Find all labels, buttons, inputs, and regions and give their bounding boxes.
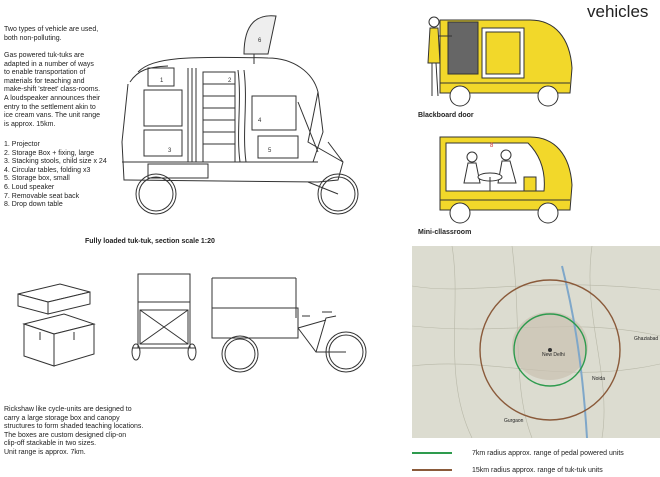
svg-text:6: 6 <box>258 38 262 44</box>
map-label-southeast: Noida <box>592 376 606 382</box>
list-item: 6. Loud speaker <box>4 183 55 191</box>
tuktuk-section-caption: Fully loaded tuk-tuk, section scale 1:20 <box>85 238 215 245</box>
svg-text:1: 1 <box>160 78 164 84</box>
map-graphic <box>412 246 660 438</box>
cycle-description: Rickshaw like cycle-units are designed t… <box>4 406 144 456</box>
svg-text:8: 8 <box>490 143 494 149</box>
legend-item: 15km radius approx. range of tuk-tuk uni… <box>412 463 658 477</box>
cycle-front-view-sketch <box>131 273 197 361</box>
storage-boxes-sketch <box>17 283 96 367</box>
legend-item: 7km radius approx. range of pedal powere… <box>412 447 658 459</box>
map-label-east: Ghaziabad <box>634 336 659 342</box>
mini-classroom-sketch: 8 <box>439 136 573 224</box>
blackboard-door-caption: Blackboard door <box>418 112 474 119</box>
contents-list: 1. Projector 2. Storage Box + fixing, la… <box>4 141 134 210</box>
list-item: 2. Storage Box + fixing, large <box>4 149 95 157</box>
intro-paragraph-1: Two types of vehicle are used, both non-… <box>4 26 99 42</box>
list-item: 4. Circular tables, folding x3 <box>4 166 91 174</box>
list-item: 8. Drop down table <box>4 201 63 209</box>
legend-label: 7km radius approx. range of pedal powere… <box>472 449 624 457</box>
svg-text:5: 5 <box>268 148 272 154</box>
svg-text:4: 4 <box>258 118 262 124</box>
legend-swatch-green <box>412 452 452 454</box>
intro-paragraph-2: Gas powered tuk-tuks are adapted in a nu… <box>4 52 101 128</box>
svg-text:2: 2 <box>228 78 232 84</box>
cycle-side-view-sketch <box>211 277 367 373</box>
map-legend: 7km radius approx. range of pedal powere… <box>412 447 658 477</box>
list-item: 1. Projector <box>4 141 40 148</box>
mini-classroom-caption: Mini-cllassroom <box>418 229 472 236</box>
tuktuk-section-sketch: 1 2 4 3 5 6 <box>121 15 359 215</box>
list-item: 5. Storage box, small <box>4 175 70 183</box>
page-title: vehicles <box>587 2 649 21</box>
list-item: 3. Stacking stools, child size x 24 <box>4 158 107 166</box>
legend-swatch-brown <box>412 469 452 471</box>
legend-label: 15km radius approx. range of tuk-tuk uni… <box>472 466 603 474</box>
svg-text:3: 3 <box>168 148 172 154</box>
map-label-city: New Delhi <box>542 352 565 358</box>
city-range-map[interactable]: New Delhi Ghaziabad Noida Gurgaon <box>412 246 660 438</box>
list-item: 7. Removable seat back <box>4 192 80 200</box>
blackboard-door-sketch <box>427 16 573 107</box>
map-label-south: Gurgaon <box>504 418 524 424</box>
